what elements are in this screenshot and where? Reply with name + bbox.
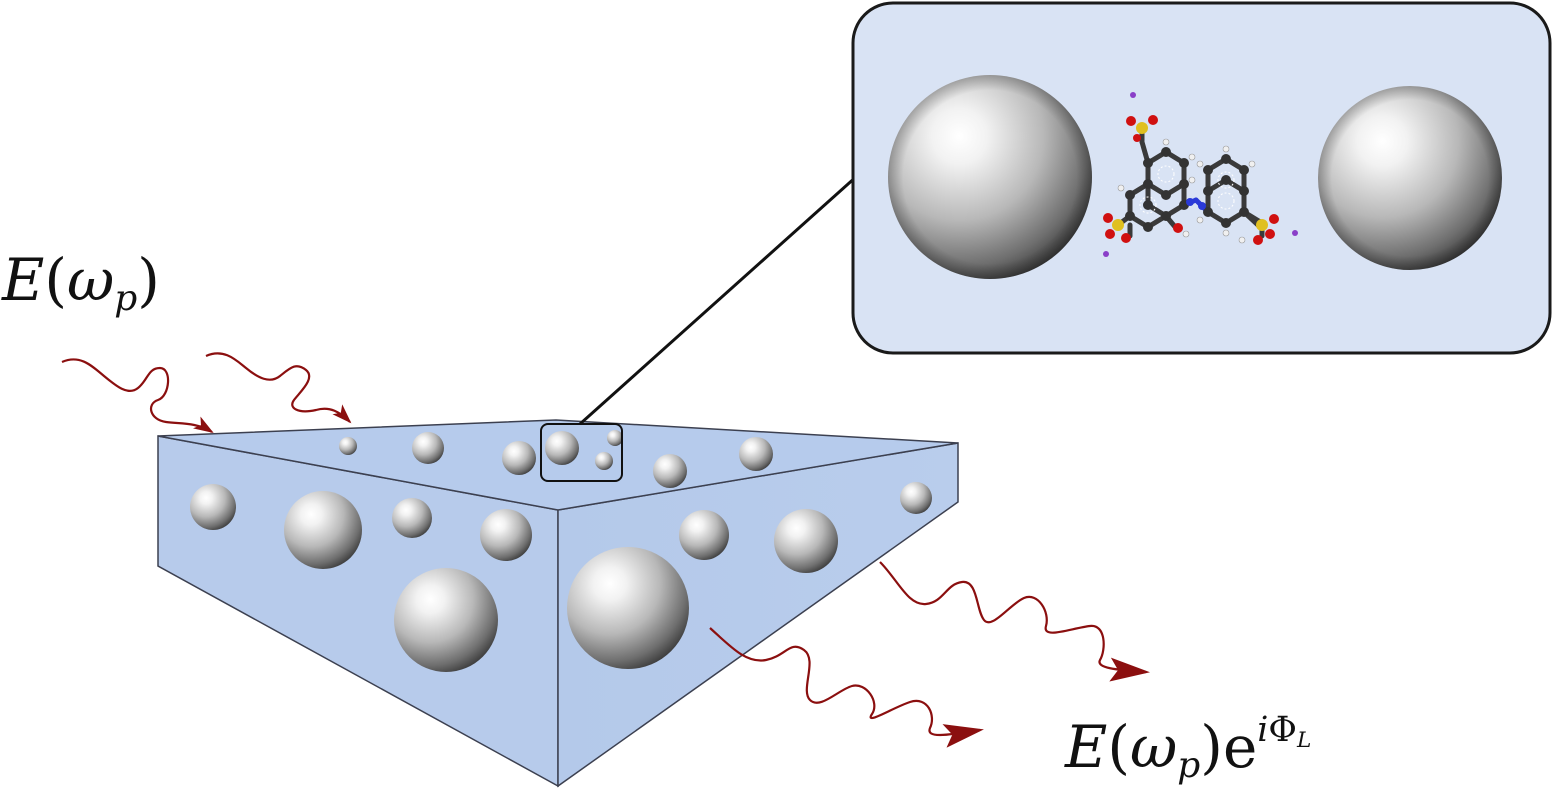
silver-sphere-icon bbox=[502, 441, 536, 475]
close-paren: ) bbox=[137, 246, 160, 314]
wavy-arrow-icon bbox=[61, 358, 214, 434]
omega-symbol: ω bbox=[1129, 713, 1178, 782]
silver-sphere-icon bbox=[739, 437, 773, 471]
silver-sphere-icon bbox=[774, 509, 838, 573]
silver-sphere-icon bbox=[1318, 86, 1502, 270]
wavy-arrow-icon bbox=[879, 561, 1150, 682]
exp-phi: Φ bbox=[1268, 710, 1297, 750]
silver-sphere-icon bbox=[392, 498, 432, 538]
top-face-nanoparticles bbox=[339, 430, 773, 488]
field-symbol: E bbox=[1065, 713, 1108, 782]
inset-panel bbox=[851, 1, 1552, 355]
omega-subscript: p bbox=[114, 278, 138, 320]
silver-sphere-icon bbox=[595, 452, 613, 470]
exp-base: e bbox=[1222, 713, 1258, 782]
silver-sphere-icon bbox=[412, 432, 444, 464]
silver-sphere-icon bbox=[567, 547, 689, 669]
output-field-label: E(ωp)eiΦL bbox=[1065, 710, 1311, 786]
nanocomposite-slab bbox=[157, 419, 959, 788]
silver-sphere-icon bbox=[679, 510, 729, 560]
silver-sphere-icon bbox=[545, 431, 579, 465]
silver-sphere-icon bbox=[888, 75, 1092, 279]
close-paren: ) bbox=[1200, 713, 1223, 782]
exp-i: i bbox=[1257, 710, 1269, 750]
wavy-arrow-icon bbox=[709, 627, 984, 748]
silver-sphere-icon bbox=[900, 482, 932, 514]
right-face-nanoparticles bbox=[567, 482, 932, 669]
azo-dye-molecule-icon bbox=[1103, 92, 1298, 257]
silver-sphere-icon bbox=[394, 568, 498, 672]
left-face-nanoparticles bbox=[190, 484, 532, 672]
omega-subscript: p bbox=[1177, 745, 1201, 787]
silver-sphere-icon bbox=[284, 491, 362, 569]
omega-symbol: ω bbox=[66, 246, 115, 314]
zoom-connector bbox=[578, 174, 859, 426]
silver-sphere-icon bbox=[480, 509, 532, 561]
silver-sphere-icon bbox=[607, 430, 623, 446]
silver-sphere-icon bbox=[339, 437, 357, 455]
exp-phi-subscript: L bbox=[1296, 728, 1312, 754]
silver-sphere-icon bbox=[190, 484, 236, 530]
field-symbol: E bbox=[2, 246, 45, 314]
input-field-label: E(ωp) bbox=[2, 246, 160, 319]
open-paren: ( bbox=[1107, 713, 1130, 782]
open-paren: ( bbox=[44, 246, 67, 314]
wavy-arrow-icon bbox=[205, 352, 352, 424]
phase-exponent: iΦL bbox=[1257, 710, 1312, 754]
silver-sphere-icon bbox=[653, 454, 687, 488]
